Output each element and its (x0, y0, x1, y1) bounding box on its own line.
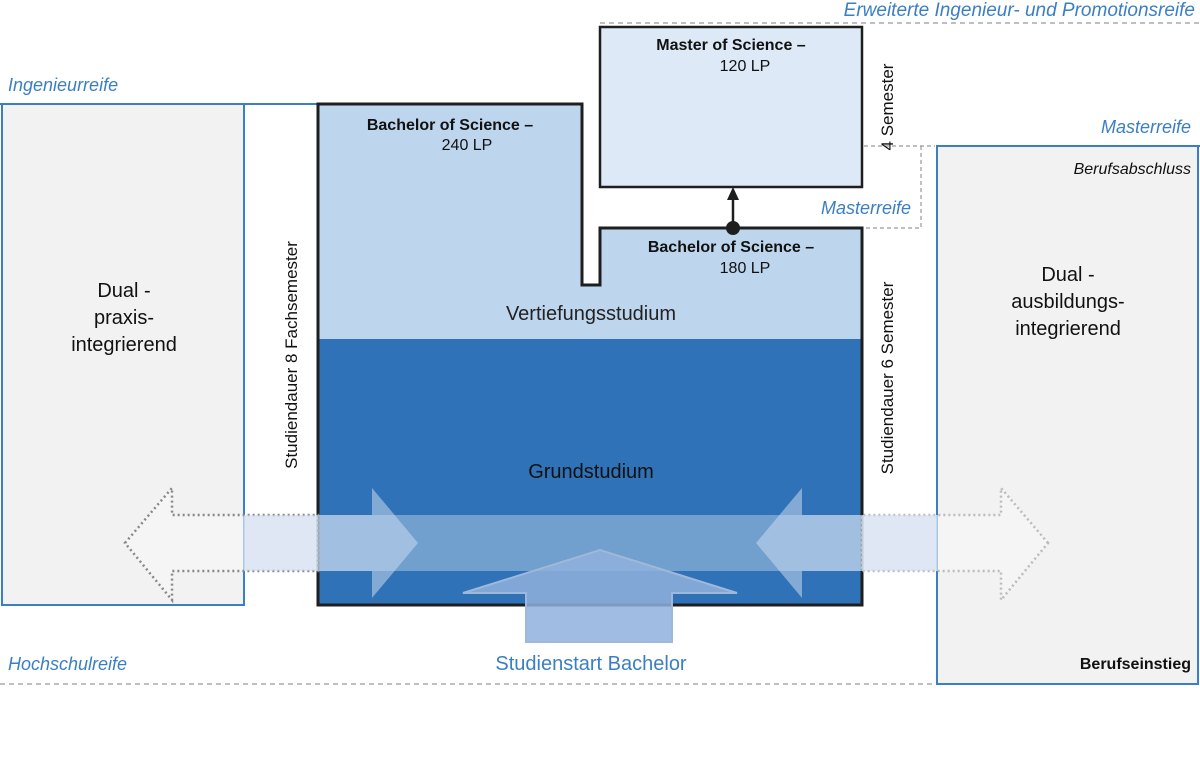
berufseinstieg-label: Berufseinstieg (1080, 656, 1191, 673)
master-level-label-mid: Masterreife (821, 198, 911, 218)
master-level-label-right: Masterreife (1101, 117, 1191, 137)
ingenieur-level-label: Ingenieurreife (8, 75, 118, 95)
master-box (598, 25, 864, 189)
master-connector-arrowhead (727, 187, 739, 200)
left-box-line-1: Dual - (97, 280, 150, 302)
master-connector-node (726, 221, 740, 235)
bachelor180-credits: 180 LP (720, 260, 771, 277)
left-entry-arrow (244, 488, 418, 598)
dual-ausbildungsintegrierend-box (936, 145, 1199, 685)
bachelor240-credits: 240 LP (442, 137, 493, 154)
left-box-line-2: praxis- (94, 307, 154, 329)
vertiefungsstudium-label: Vertiefungsstudium (506, 303, 676, 325)
masterreife-bracket (864, 145, 935, 229)
right-entry-arrow (756, 488, 937, 598)
bachelor180-title: Bachelor of Science – (648, 239, 814, 256)
master-duration: 4 Semester (878, 63, 897, 150)
bachelor240-title: Bachelor of Science – (367, 117, 533, 134)
hochschul-level-label: Hochschulreife (8, 654, 127, 674)
promotion-level-label: Erweiterte Ingenieur- und Promotionsreif… (844, 0, 1195, 21)
right-box-line-2: ausbildungs- (1011, 291, 1124, 313)
berufsabschluss-label: Berufsabschluss (1074, 161, 1191, 178)
studienstart-label: Studienstart Bachelor (495, 653, 687, 675)
bachelor180-duration: Studiendauer 6 Semester (878, 281, 897, 474)
grundstudium-label: Grundstudium (528, 461, 654, 483)
bachelor240-duration: Studiendauer 8 Fachsemester (282, 241, 301, 469)
right-box-line-3: integrierend (1015, 318, 1121, 340)
left-box-line-3: integrierend (71, 334, 177, 356)
bachelor-outline (316, 102, 864, 607)
studienstart-arrow (462, 548, 738, 643)
right-box-line-1: Dual - (1041, 264, 1094, 286)
master-title: Master of Science – (656, 37, 806, 54)
master-credits: 120 LP (720, 58, 771, 75)
